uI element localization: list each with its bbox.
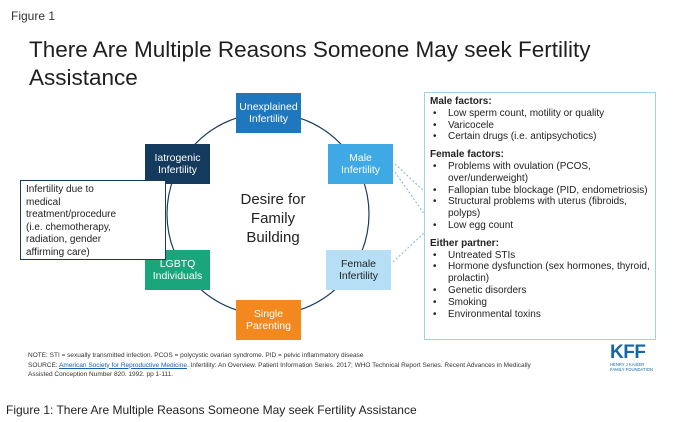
figure-label: Figure 1 xyxy=(11,9,56,23)
either-partner-section: Either partner: Untreated STIs Hormone d… xyxy=(430,238,650,321)
logo-subtitle-line: FAMILY FOUNDATION xyxy=(610,367,654,372)
factors-callout-box: Male factors: Low sperm count, motility … xyxy=(424,92,656,340)
list-item: Hormone dysfunction (sex hormones, thyro… xyxy=(430,261,650,285)
list-item: Varicocele xyxy=(430,120,650,132)
node-label-line: Infertility xyxy=(248,113,289,125)
callout-line: radiation, gender xyxy=(26,234,102,245)
male-factors-section: Male factors: Low sperm count, motility … xyxy=(430,96,650,143)
list-item: Genetic disorders xyxy=(430,285,650,297)
figure-caption: Figure 1: There Are Multiple Reasons Som… xyxy=(6,403,417,417)
list-item: Untreated STIs xyxy=(430,250,650,262)
callout-line: Infertility due to xyxy=(26,184,94,195)
connector-female xyxy=(392,231,426,263)
source-line: SOURCE: American Society for Reproductiv… xyxy=(28,361,598,371)
callout-line: treatment/procedure xyxy=(26,209,117,220)
node-label-line: Infertility xyxy=(338,270,379,282)
logo-subtitle-line: HENRY J KAISER xyxy=(610,362,645,367)
section-title: Female factors: xyxy=(430,149,504,161)
node-label-line: Infertility xyxy=(340,164,381,176)
center-label: Desire for Family Building xyxy=(223,190,323,247)
logo-subtitle: HENRY J KAISER FAMILY FOUNDATION xyxy=(610,362,660,372)
callout-line: affirming care) xyxy=(26,246,90,258)
list-item: Fallopian tube blockage (PID, endometrio… xyxy=(430,185,650,197)
center-line: Family xyxy=(250,210,296,227)
source-rest: . Infertility: An Overview. Patient Info… xyxy=(186,361,531,369)
note-line: Assisted Conception Number 820. 1992. pp… xyxy=(28,371,174,378)
iatrogenic-callout-box: Infertility due to medical treatment/pro… xyxy=(20,180,166,260)
node-label-line: Unexplained xyxy=(239,101,298,113)
center-line: Desire for xyxy=(240,191,306,208)
source-prefix: SOURCE: xyxy=(28,361,60,369)
node-label-line: Iatrogenic xyxy=(154,152,201,164)
list-item: Structural problems with uterus (fibroid… xyxy=(430,196,650,220)
node-label-line: Parenting xyxy=(246,320,291,332)
connector-male-bottom xyxy=(394,171,426,216)
connector-male-top xyxy=(394,163,426,193)
callout-line: (i.e. chemotherapy, xyxy=(26,221,111,233)
list-item: Smoking xyxy=(430,297,650,309)
section-title: Male factors: xyxy=(430,96,492,107)
node-label-line: Male xyxy=(349,152,372,164)
footnote: NOTE: STI = sexually transmitted infecti… xyxy=(28,351,598,380)
source-link[interactable]: American Society for Reproductive Medici… xyxy=(59,361,187,369)
kff-logo: KFF HENRY J KAISER FAMILY FOUNDATION xyxy=(610,343,660,375)
node-label-line: Individuals xyxy=(152,270,203,282)
node-label-line: Single xyxy=(253,308,284,320)
list-item: Low egg count xyxy=(430,220,650,232)
callout-line: medical xyxy=(26,196,61,208)
node-label-line: Female xyxy=(340,258,376,270)
list-item: Certain drugs (i.e. antipsychotics) xyxy=(430,131,650,143)
note-line: NOTE: STI = sexually transmitted infecti… xyxy=(28,352,364,359)
node-label-line: Infertility xyxy=(157,164,198,176)
logo-letters: KFF xyxy=(610,342,646,363)
list-item: Problems with ovulation (PCOS, over/unde… xyxy=(430,161,650,185)
list-item: Environmental toxins xyxy=(430,309,650,321)
center-line: Building xyxy=(246,229,300,246)
female-factors-section: Female factors: Problems with ovulation … xyxy=(430,149,650,232)
node-label-line: LGBTQ xyxy=(159,258,196,270)
section-title: Either partner: xyxy=(430,237,499,249)
list-item: Low sperm count, motility or quality xyxy=(430,108,650,120)
figure-title: There Are Multiple Reasons Someone May s… xyxy=(29,37,591,90)
